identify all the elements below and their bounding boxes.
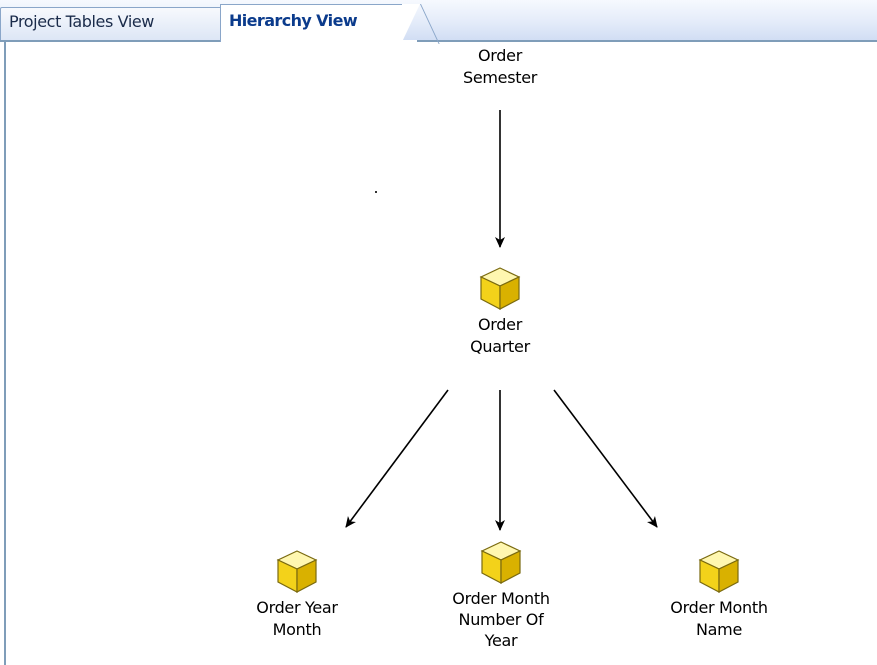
level-cube-icon	[480, 541, 522, 584]
node-order-quarter[interactable]: Order Quarter	[440, 264, 560, 358]
canvas-border	[4, 42, 6, 665]
level-cube-icon	[479, 267, 521, 310]
node-order-month-number-of-year[interactable]: Order Month Number Of Year	[436, 538, 566, 651]
node-label: Order Month Name	[670, 598, 768, 639]
level-cube-icon	[276, 550, 318, 593]
node-order-semester[interactable]: Order Semester	[440, 45, 560, 89]
node-label: Order Semester	[462, 46, 538, 87]
level-cube-icon	[698, 550, 740, 593]
canvas-dot	[375, 191, 377, 193]
node-label: Order Quarter	[470, 315, 530, 356]
node-order-year-month[interactable]: Order Year Month	[237, 547, 357, 641]
tab-hierarchy-view[interactable]: Hierarchy View	[220, 4, 420, 42]
node-order-month-name[interactable]: Order Month Name	[654, 547, 784, 641]
tab-project-tables-view[interactable]: Project Tables View	[0, 7, 224, 42]
node-label: Order Year Month	[256, 598, 338, 639]
node-label: Order Month Number Of Year	[452, 589, 550, 650]
tab-strip: Project Tables View Hierarchy View	[0, 0, 877, 42]
active-tab-join	[221, 40, 417, 42]
